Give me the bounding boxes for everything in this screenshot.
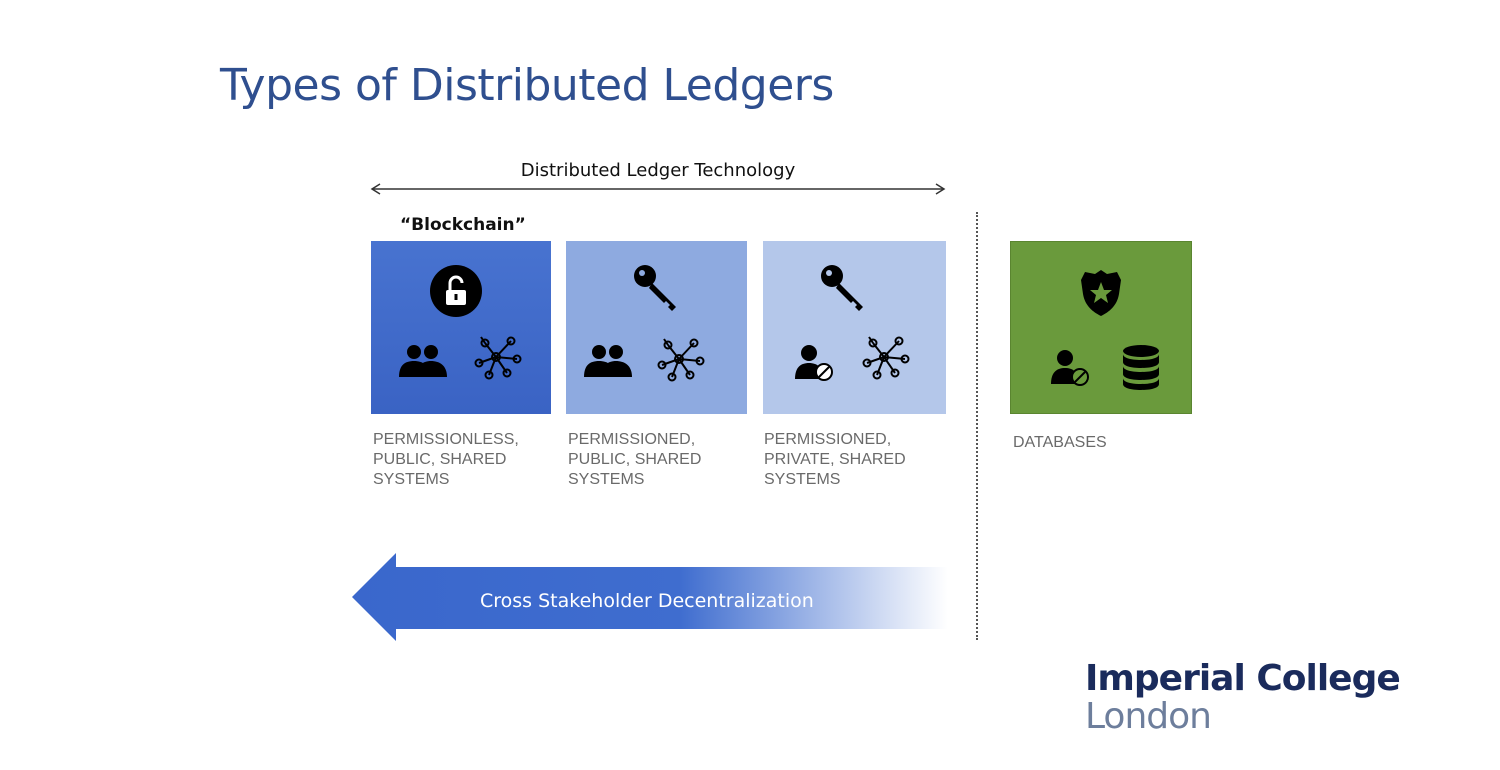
single-user-blocked-icon bbox=[1051, 350, 1089, 386]
tile-permissioned-private bbox=[763, 241, 946, 414]
key-icon bbox=[821, 265, 863, 311]
group-users-icon bbox=[584, 345, 632, 377]
network-nodes-icon bbox=[474, 336, 522, 380]
database-icon bbox=[1123, 345, 1159, 390]
logo-line1: Imperial College bbox=[1085, 658, 1401, 699]
dlt-double-arrow bbox=[370, 183, 946, 195]
imperial-college-logo: Imperial College London bbox=[1085, 658, 1401, 737]
group-users-icon bbox=[399, 345, 447, 377]
single-user-blocked-icon bbox=[795, 345, 833, 381]
caption-permissionless-public: PERMISSIONLESS, PUBLIC, SHARED SYSTEMS bbox=[373, 431, 519, 488]
blockchain-label: “Blockchain” bbox=[400, 215, 526, 235]
open-lock-icon bbox=[430, 265, 482, 317]
key-icon bbox=[634, 265, 676, 311]
caption-databases: DATABASES bbox=[1013, 434, 1107, 451]
slide-title: Types of Distributed Ledgers bbox=[220, 60, 834, 111]
network-nodes-icon bbox=[657, 338, 705, 382]
police-badge-icon bbox=[1081, 270, 1121, 316]
tile-databases bbox=[1010, 241, 1192, 414]
tile-permissionless-public bbox=[371, 241, 551, 414]
tile-permissioned-public bbox=[566, 241, 747, 414]
dotted-divider bbox=[976, 212, 978, 640]
decentralization-arrow bbox=[352, 553, 948, 641]
decentralization-label: Cross Stakeholder Decentralization bbox=[480, 590, 814, 612]
dlt-label: Distributed Ledger Technology bbox=[520, 160, 796, 181]
caption-permissioned-private: PERMISSIONED, PRIVATE, SHARED SYSTEMS bbox=[764, 431, 906, 488]
logo-line2: London bbox=[1085, 696, 1212, 737]
network-nodes-icon bbox=[862, 336, 910, 380]
caption-permissioned-public: PERMISSIONED, PUBLIC, SHARED SYSTEMS bbox=[568, 431, 702, 488]
